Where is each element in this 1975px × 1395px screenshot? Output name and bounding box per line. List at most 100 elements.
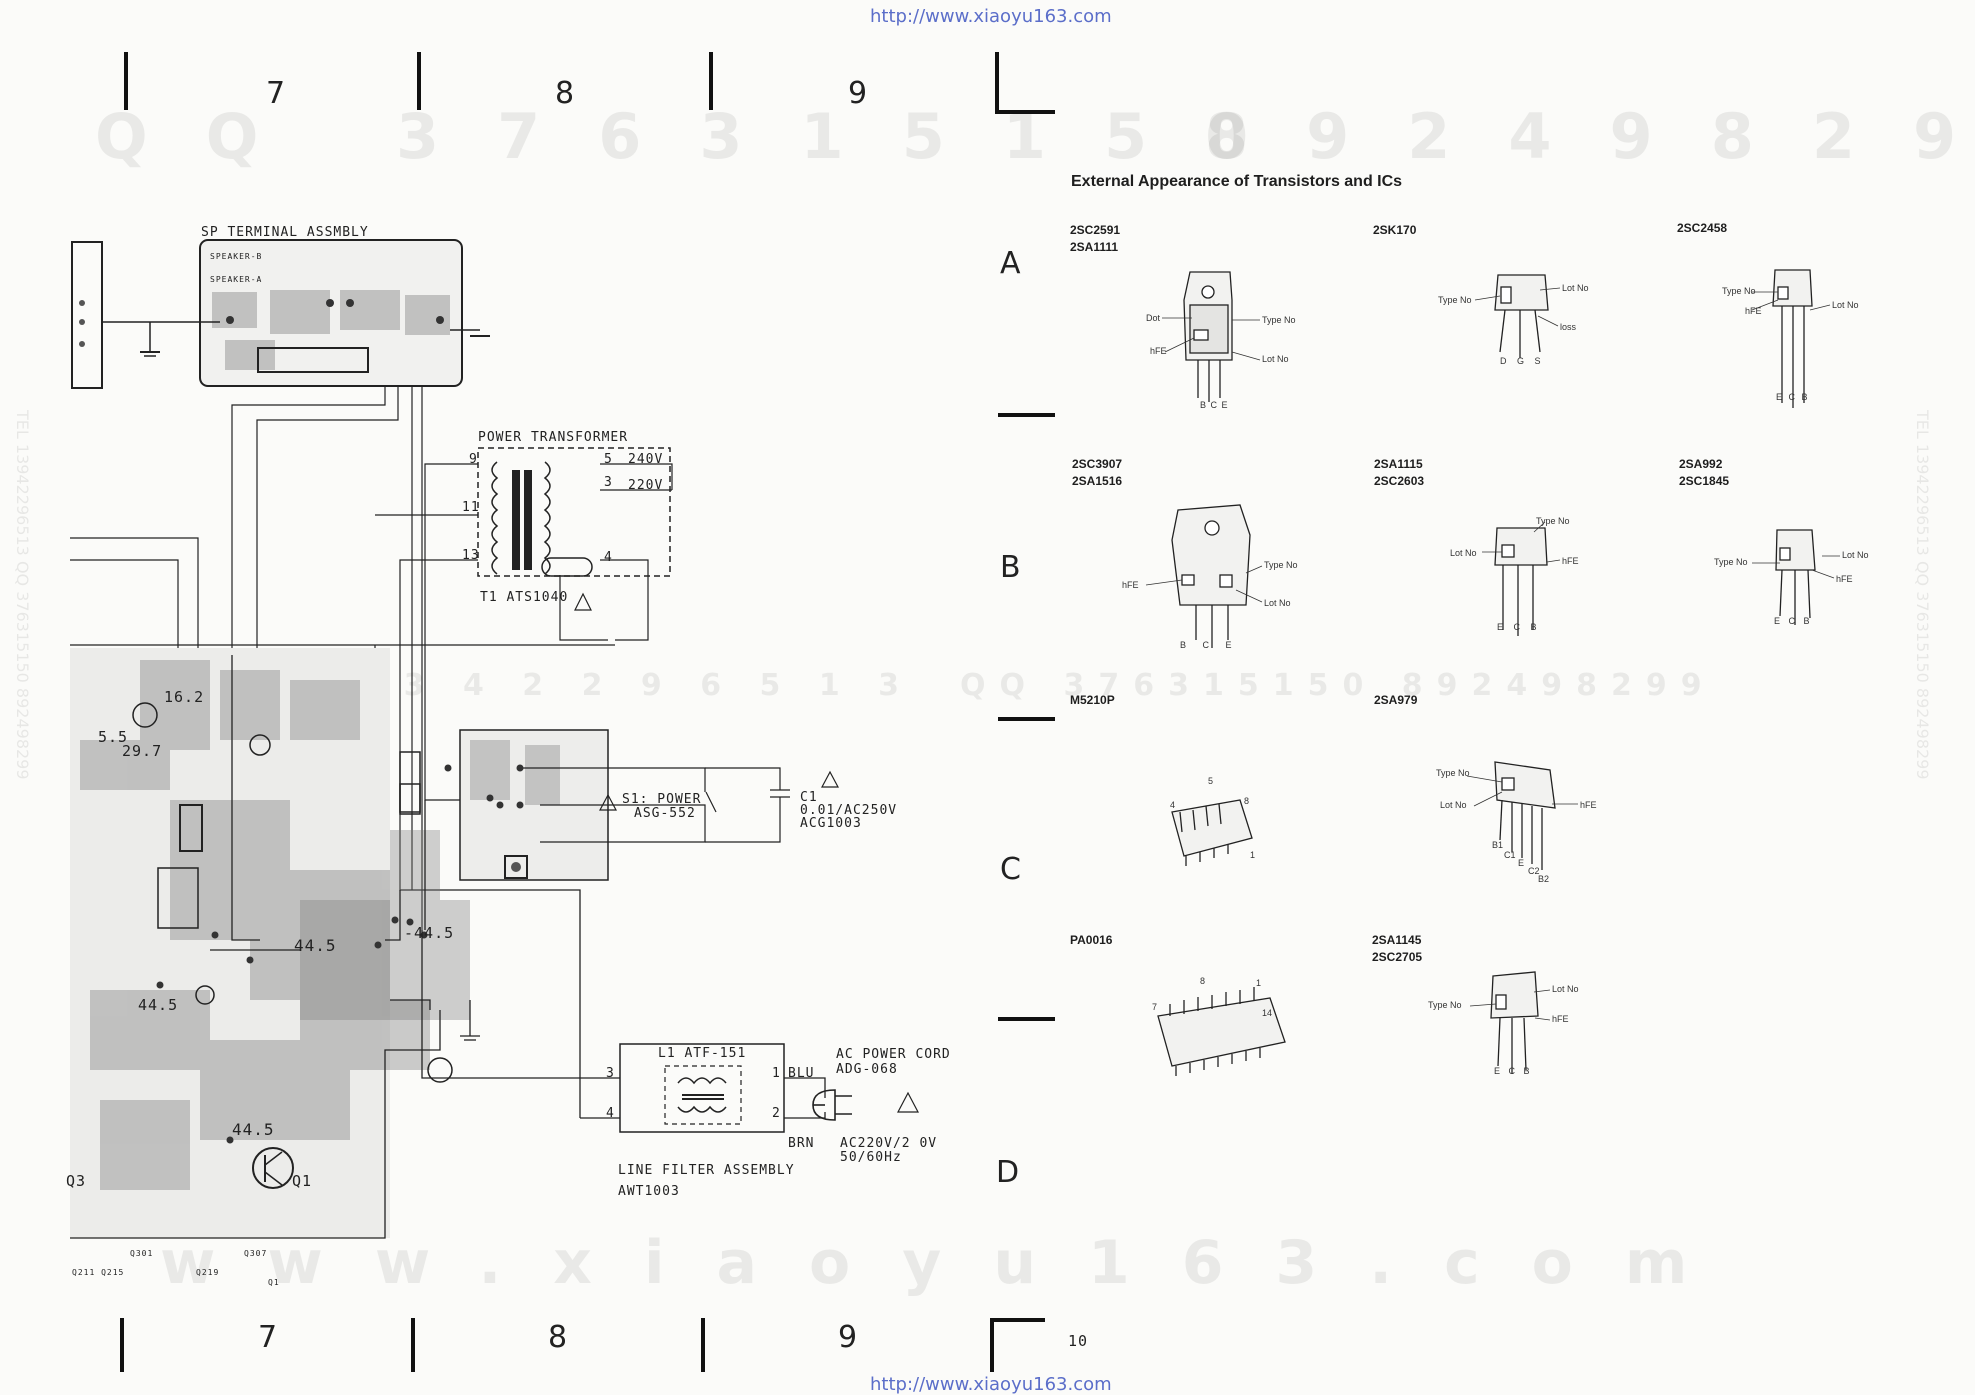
part-name-2sc2458: 2SC2458 — [1677, 221, 1728, 235]
label-2sa1145-lot: Lot No — [1552, 984, 1579, 994]
ac-frequency: 50/60Hz — [840, 1150, 902, 1165]
label-2sa979-lot: Lot No — [1440, 800, 1467, 810]
label-2sa1145-pins: E C B — [1494, 1066, 1530, 1076]
part-name-m5210p: M5210P — [1070, 693, 1115, 707]
label-2sc3907-lot: Lot No — [1264, 598, 1291, 608]
label-2sc2591-lot: Lot No — [1262, 354, 1289, 364]
label-2sa979-hfe: hFE — [1580, 800, 1597, 810]
page-number: 10 — [1068, 1332, 1089, 1350]
filter-pin-1: 1 — [772, 1066, 781, 1081]
url-top[interactable]: http://www.xiaoyu163.com — [870, 6, 1112, 27]
url-bottom[interactable]: http://www.xiaoyu163.com — [870, 1374, 1112, 1395]
label-2sa1145-type: Type No — [1428, 1000, 1462, 1010]
label-2sk170-loss: loss — [1560, 322, 1577, 332]
label-2sa992-lot: Lot No — [1842, 550, 1869, 560]
label-2sc2591-type: Type No — [1262, 315, 1296, 325]
filter-pin-4: 4 — [606, 1106, 615, 1121]
pin-9: 9 — [469, 452, 478, 467]
label-pa0016-pin7: 7 — [1152, 1002, 1158, 1012]
watermark-bottom-site: www.xiaoyu163.com — [160, 1228, 1740, 1298]
voltage-240: 240V — [628, 452, 664, 467]
label-2sa992-type: Type No — [1714, 557, 1748, 567]
pin-5: 5 — [604, 452, 613, 467]
ref-q307: Q307 — [244, 1249, 268, 1258]
label-2sa979-b2: B2 — [1538, 874, 1550, 884]
speaker-a-label: SPEAKER-A — [210, 275, 263, 284]
voltage-5-5: 5.5 — [98, 728, 129, 746]
label-2sc2591-pins: B C E — [1200, 400, 1228, 410]
label-2sc2458-pins: E C B — [1776, 392, 1808, 402]
sp-terminal-label: SP TERMINAL ASSMBLY — [201, 225, 369, 240]
col-9-bottom: 9 — [838, 1320, 858, 1355]
label-2sa979-b1: B1 — [1492, 840, 1504, 850]
label-2sa992-hfe: hFE — [1836, 574, 1853, 584]
pin-13: 13 — [462, 548, 480, 563]
ac-voltage: AC220V/2 0V — [840, 1136, 938, 1151]
components-title: External Appearance of Transistors and I… — [1071, 173, 1403, 190]
label-2sa1115-hfe: hFE — [1562, 556, 1579, 566]
voltage-44-5-b: -44.5 — [404, 924, 455, 942]
line-filter-part: AWT1003 — [618, 1184, 680, 1199]
voltage-16-2: 16.2 — [164, 688, 205, 706]
label-2sk170-type: Type No — [1438, 295, 1472, 305]
speaker-b-label: SPEAKER-B — [210, 252, 263, 261]
row-a: A — [1000, 246, 1021, 281]
ref-q1: Q1 — [268, 1278, 280, 1287]
label-m5210p-pin8: 8 — [1244, 796, 1250, 806]
transistor-q1: Q1 — [292, 1172, 313, 1190]
watermark-right-code: 892498299 — [1205, 100, 1975, 173]
label-pa0016-pin8: 8 — [1200, 976, 1206, 986]
row-b: B — [1000, 550, 1021, 585]
voltage-29-7: 29.7 — [122, 742, 163, 760]
label-2sc2458-type: Type No — [1722, 286, 1756, 296]
col-8-bottom: 8 — [548, 1320, 568, 1355]
c1-label: C1 — [800, 790, 818, 805]
label-2sa979-type: Type No — [1436, 768, 1470, 778]
label-2sk170-lot: Lot No — [1562, 283, 1589, 293]
label-2sk170-pins: D G S — [1500, 356, 1541, 366]
label-2sa992-pins: E C B — [1774, 616, 1810, 626]
transformer-part: T1 ATS1040 — [480, 590, 569, 605]
filter-pin-3: 3 — [606, 1066, 615, 1081]
label-m5210p-pin5: 5 — [1208, 776, 1214, 786]
row-d: D — [996, 1155, 1020, 1190]
label-2sa979-c1: C1 — [1504, 850, 1516, 860]
watermark-mid-code-right: QQ 376315150 892498299 — [960, 668, 1716, 703]
line-filter-label: LINE FILTER ASSEMBLY — [618, 1163, 795, 1178]
watermark-left-code: QQ 376315150 — [95, 100, 1307, 173]
s1-label: S1: POWER — [622, 792, 702, 807]
col-7-top: 7 — [266, 76, 286, 111]
part-name-2sa979: 2SA979 — [1374, 693, 1418, 707]
part-name-pa0016: PA0016 — [1070, 933, 1113, 947]
c1-value: 0.01/AC250V — [800, 803, 898, 818]
label-2sa1115-pins: E C B — [1497, 622, 1537, 632]
col-9-top: 9 — [848, 76, 868, 111]
label-2sc2458-lot: Lot No — [1832, 300, 1859, 310]
ac-cord-label: AC POWER CORD — [836, 1047, 951, 1062]
filter-pin-2: 2 — [772, 1106, 781, 1121]
label-2sc2458-hfe: hFE — [1745, 306, 1762, 316]
row-c: C — [1000, 852, 1021, 887]
label-2sa1115-lot: Lot No — [1450, 548, 1477, 558]
transistor-q3: Q3 — [66, 1172, 87, 1190]
wire-blu: BLU — [788, 1066, 815, 1081]
ref-q211-q215: Q211 Q215 — [72, 1268, 125, 1277]
label-2sa979-c2: C2 — [1528, 866, 1540, 876]
part-name-2sk170: 2SK170 — [1373, 223, 1417, 237]
pin-3: 3 — [604, 475, 613, 490]
voltage-220: 220V — [628, 478, 664, 493]
s1-part: ASG-552 — [634, 806, 696, 821]
ac-cord-part: ADG-068 — [836, 1062, 898, 1077]
pin-11: 11 — [462, 500, 480, 515]
label-2sc3907-type: Type No — [1264, 560, 1298, 570]
voltage-44-5-c: 44.5 — [138, 996, 179, 1014]
label-2sc3907-pins: B C E — [1180, 640, 1232, 650]
power-transformer-label: POWER TRANSFORMER — [478, 430, 629, 445]
